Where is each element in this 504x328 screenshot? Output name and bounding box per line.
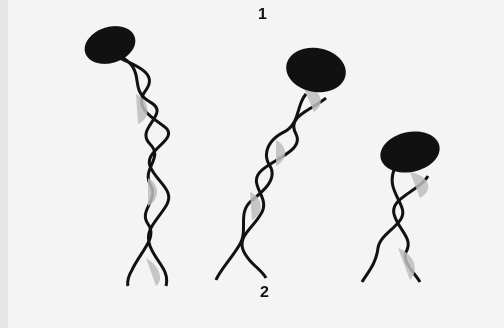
- helix-middle: [216, 43, 349, 280]
- helix-left: [80, 20, 169, 286]
- label-2: 2: [260, 284, 269, 302]
- helix-right: [362, 126, 444, 282]
- label-1: 1: [258, 6, 267, 24]
